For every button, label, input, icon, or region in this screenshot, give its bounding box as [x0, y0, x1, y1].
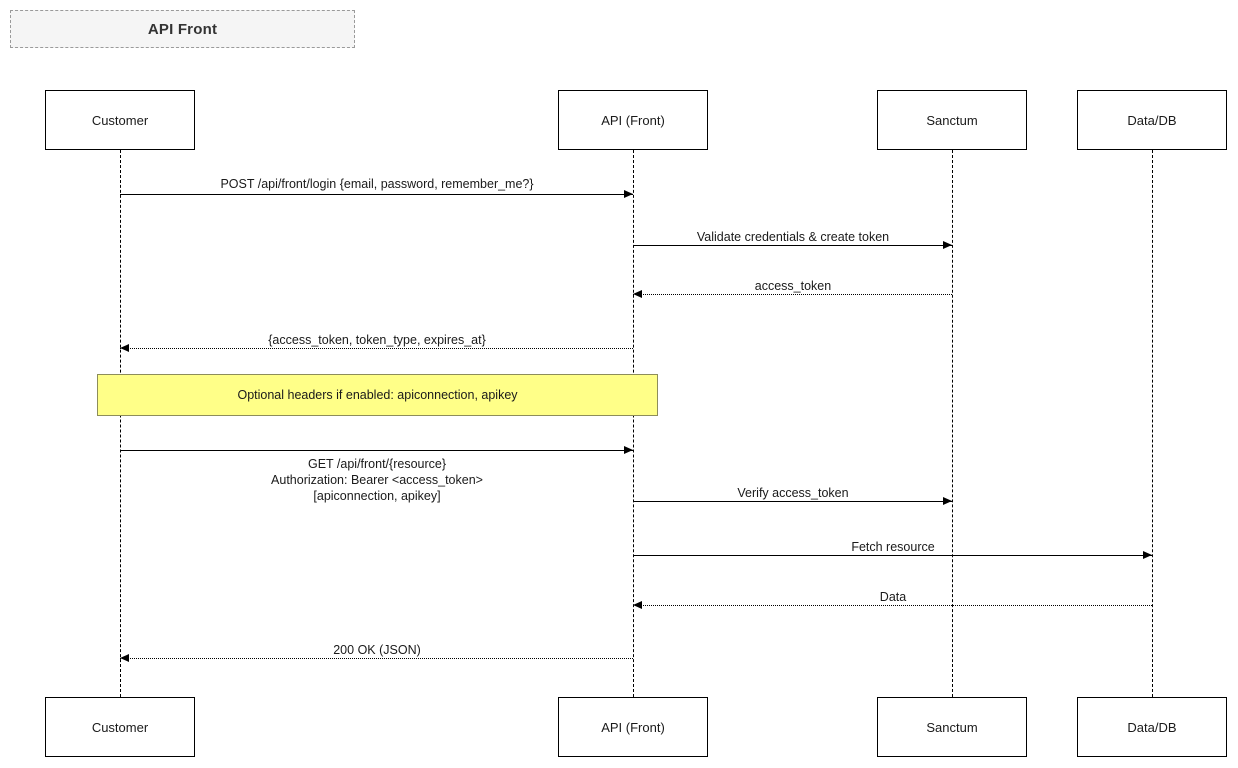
participant-label: Sanctum	[926, 719, 978, 735]
message-label: POST /api/front/login {email, password, …	[220, 177, 534, 191]
arrow-head-left-icon	[633, 290, 642, 298]
participant-api_front-bottom[interactable]: API (Front)	[558, 697, 708, 757]
participant-api_front-top[interactable]: API (Front)	[558, 90, 708, 150]
participant-customer-bottom[interactable]: Customer	[45, 697, 195, 757]
participant-label: Customer	[91, 719, 149, 735]
participant-label: Data/DB	[1127, 112, 1177, 128]
message-label: Fetch resource	[851, 540, 935, 554]
note-label: Optional headers if enabled: apiconnecti…	[237, 388, 518, 402]
arrow-head-right-icon	[943, 497, 952, 505]
message-label: {access_token, token_type, expires_at}	[268, 333, 486, 347]
message-line	[120, 658, 633, 659]
participant-label: API (Front)	[601, 719, 665, 735]
message-label: Data	[879, 590, 907, 604]
participant-label: Data/DB	[1127, 719, 1177, 735]
arrow-head-right-icon	[624, 446, 633, 454]
arrow-head-left-icon	[633, 601, 642, 609]
lifeline-api_front	[633, 150, 634, 697]
participant-sanctum-bottom[interactable]: Sanctum	[877, 697, 1027, 757]
participant-label: Customer	[91, 112, 149, 128]
participant-data_db-top[interactable]: Data/DB	[1077, 90, 1227, 150]
arrow-head-left-icon	[120, 654, 129, 662]
arrow-head-right-icon	[1143, 551, 1152, 559]
lifeline-sanctum	[952, 150, 953, 697]
message-line	[633, 501, 952, 502]
lifeline-data_db	[1152, 150, 1153, 697]
message-line	[120, 450, 633, 451]
message-label: 200 OK (JSON)	[333, 643, 421, 657]
message-line	[633, 245, 952, 246]
note-n1[interactable]: Optional headers if enabled: apiconnecti…	[97, 374, 658, 416]
message-label: access_token	[754, 279, 832, 293]
participant-customer-top[interactable]: Customer	[45, 90, 195, 150]
message-label: GET /api/front/{resource} Authorization:…	[271, 457, 483, 503]
arrow-head-right-icon	[943, 241, 952, 249]
participant-sanctum-top[interactable]: Sanctum	[877, 90, 1027, 150]
participant-data_db-bottom[interactable]: Data/DB	[1077, 697, 1227, 757]
message-line	[633, 294, 952, 295]
participant-label: Sanctum	[926, 112, 978, 128]
message-line	[633, 555, 1152, 556]
arrow-head-right-icon	[624, 190, 633, 198]
arrow-head-left-icon	[120, 344, 129, 352]
message-line	[120, 194, 633, 195]
diagram-title: API Front	[10, 10, 355, 48]
message-line	[120, 348, 633, 349]
participant-label: API (Front)	[601, 112, 665, 128]
message-label: Validate credentials & create token	[696, 230, 890, 244]
lifeline-customer	[120, 150, 121, 697]
message-line	[633, 605, 1152, 606]
message-label: Verify access_token	[737, 486, 849, 500]
